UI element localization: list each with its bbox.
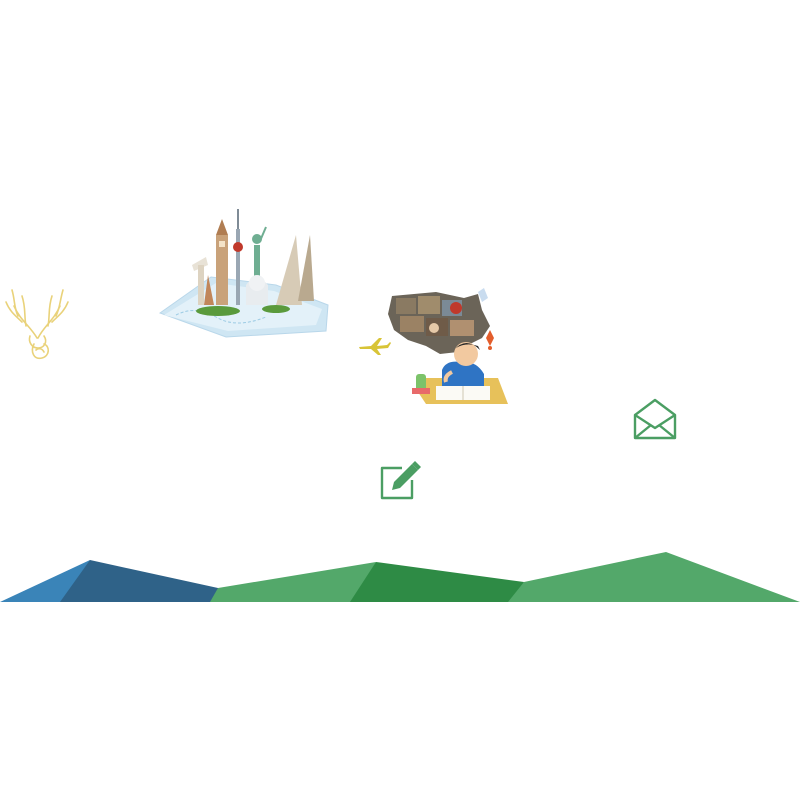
travel-landmarks-illustration [158,209,329,338]
student-study-collage [388,288,508,404]
antler-emblem [5,289,69,360]
edit-note-icon[interactable] [378,460,422,502]
envelope-open-icon[interactable] [632,397,678,441]
mountain-band [0,552,800,602]
airplane-icon [359,338,391,355]
